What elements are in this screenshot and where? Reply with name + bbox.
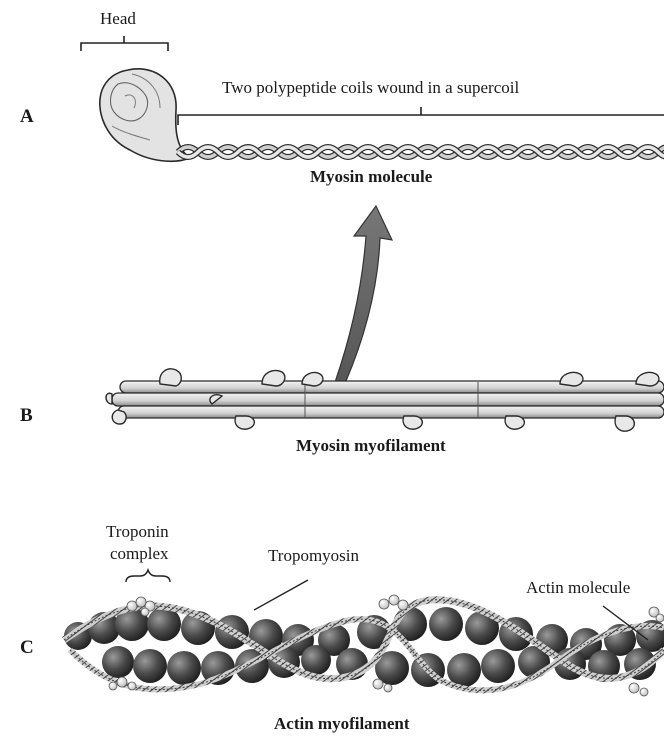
myosin-molecule-caption: Myosin molecule <box>310 167 432 187</box>
coil-bracket <box>178 107 664 125</box>
head-label: Head <box>100 9 136 29</box>
curved-arrow-icon <box>333 206 392 390</box>
panel-letter-b: B <box>20 405 33 427</box>
supercoil-tail <box>178 147 664 157</box>
troponin-label-line2: complex <box>110 544 169 564</box>
myosin-molecule-drawing <box>81 36 664 161</box>
head-bracket <box>81 36 168 51</box>
panel-letter-a: A <box>20 106 34 128</box>
tropomyosin-label: Tropomyosin <box>268 546 359 566</box>
myosin-myofilament-drawing <box>106 369 664 431</box>
actin-molecule-label: Actin molecule <box>526 578 630 598</box>
actin-myofilament-caption: Actin myofilament <box>274 714 410 734</box>
panel-letter-c: C <box>20 637 34 659</box>
myosin-head <box>100 69 190 161</box>
tropomyosin-leader-line <box>254 580 308 610</box>
troponin-label-line1: Troponin <box>106 522 169 542</box>
myosin-myofilament-caption: Myosin myofilament <box>296 436 446 456</box>
coil-label: Two polypeptide coils wound in a superco… <box>222 78 519 98</box>
troponin-brace <box>126 570 170 582</box>
